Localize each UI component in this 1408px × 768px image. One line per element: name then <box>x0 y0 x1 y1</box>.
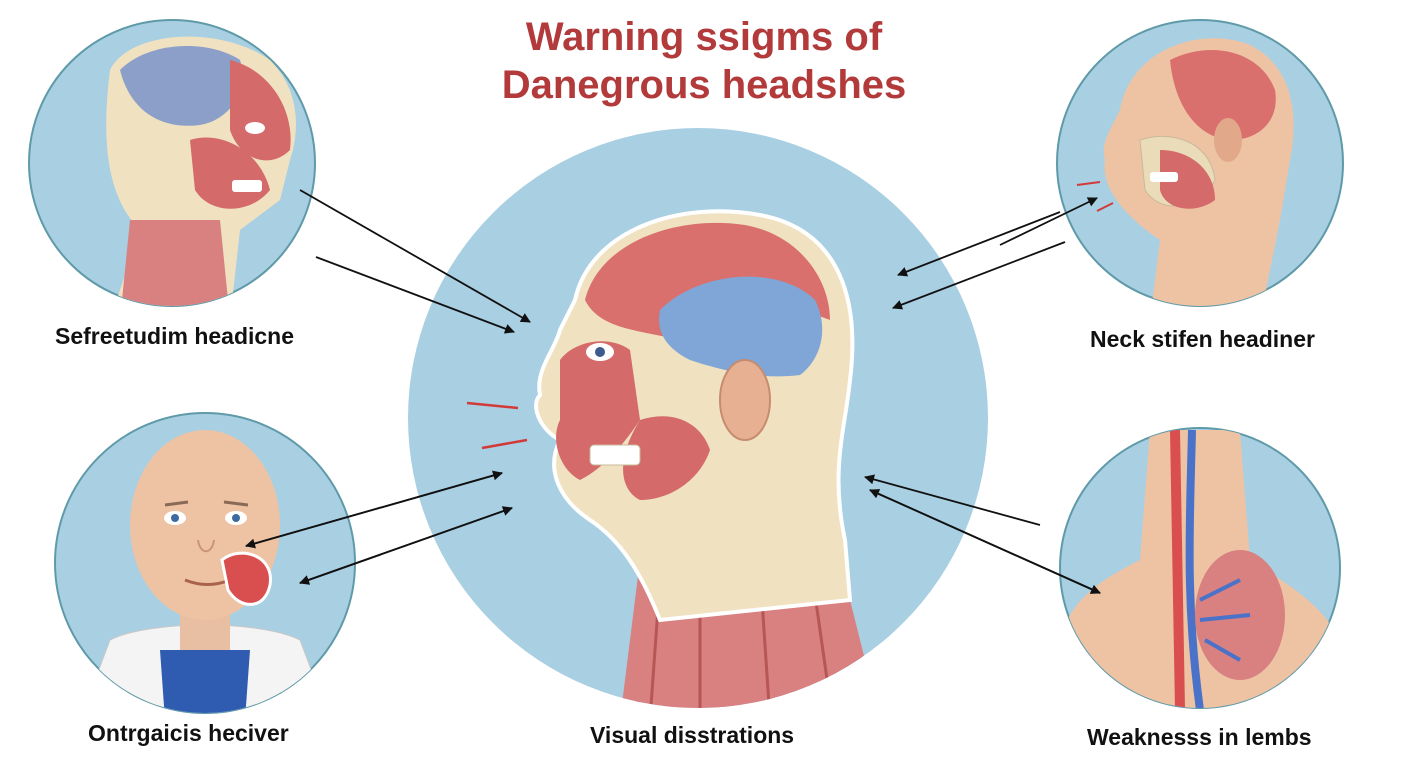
pain-mark <box>1096 202 1114 212</box>
pain-mark <box>466 401 519 410</box>
label-visual-disturbances: Visual disstrations <box>590 722 795 748</box>
central-head-illustration <box>408 128 988 708</box>
title-line-2: Danegrous headshes <box>501 63 907 107</box>
pain-mark <box>481 438 528 450</box>
sudden-headache-illustration <box>28 19 316 307</box>
arrow <box>245 472 503 549</box>
label-neck-stiffness: Neck stifen headiner <box>1090 326 1315 352</box>
label-sudden-headache: Sefreetudim headicne <box>55 323 295 349</box>
neck-stiffness-illustration <box>1056 19 1344 307</box>
arrow <box>897 211 1061 277</box>
arrow <box>892 241 1066 310</box>
arrow <box>299 189 531 323</box>
arrow <box>999 197 1098 246</box>
label-limb-weakness: Weaknesss in lembs <box>1087 724 1312 750</box>
doctor-patient-illustration <box>54 412 356 714</box>
arrow <box>864 474 1041 526</box>
arrow <box>869 489 1101 594</box>
title-line-1: Warning ssigms of <box>525 15 883 59</box>
limb-weakness-illustration <box>1059 427 1341 709</box>
connector-arrows <box>245 189 1101 594</box>
label-organic-fever: Ontrgaicis heciver <box>88 720 289 746</box>
arrow <box>299 507 513 585</box>
pain-mark <box>1076 181 1101 186</box>
arrow <box>315 256 515 334</box>
